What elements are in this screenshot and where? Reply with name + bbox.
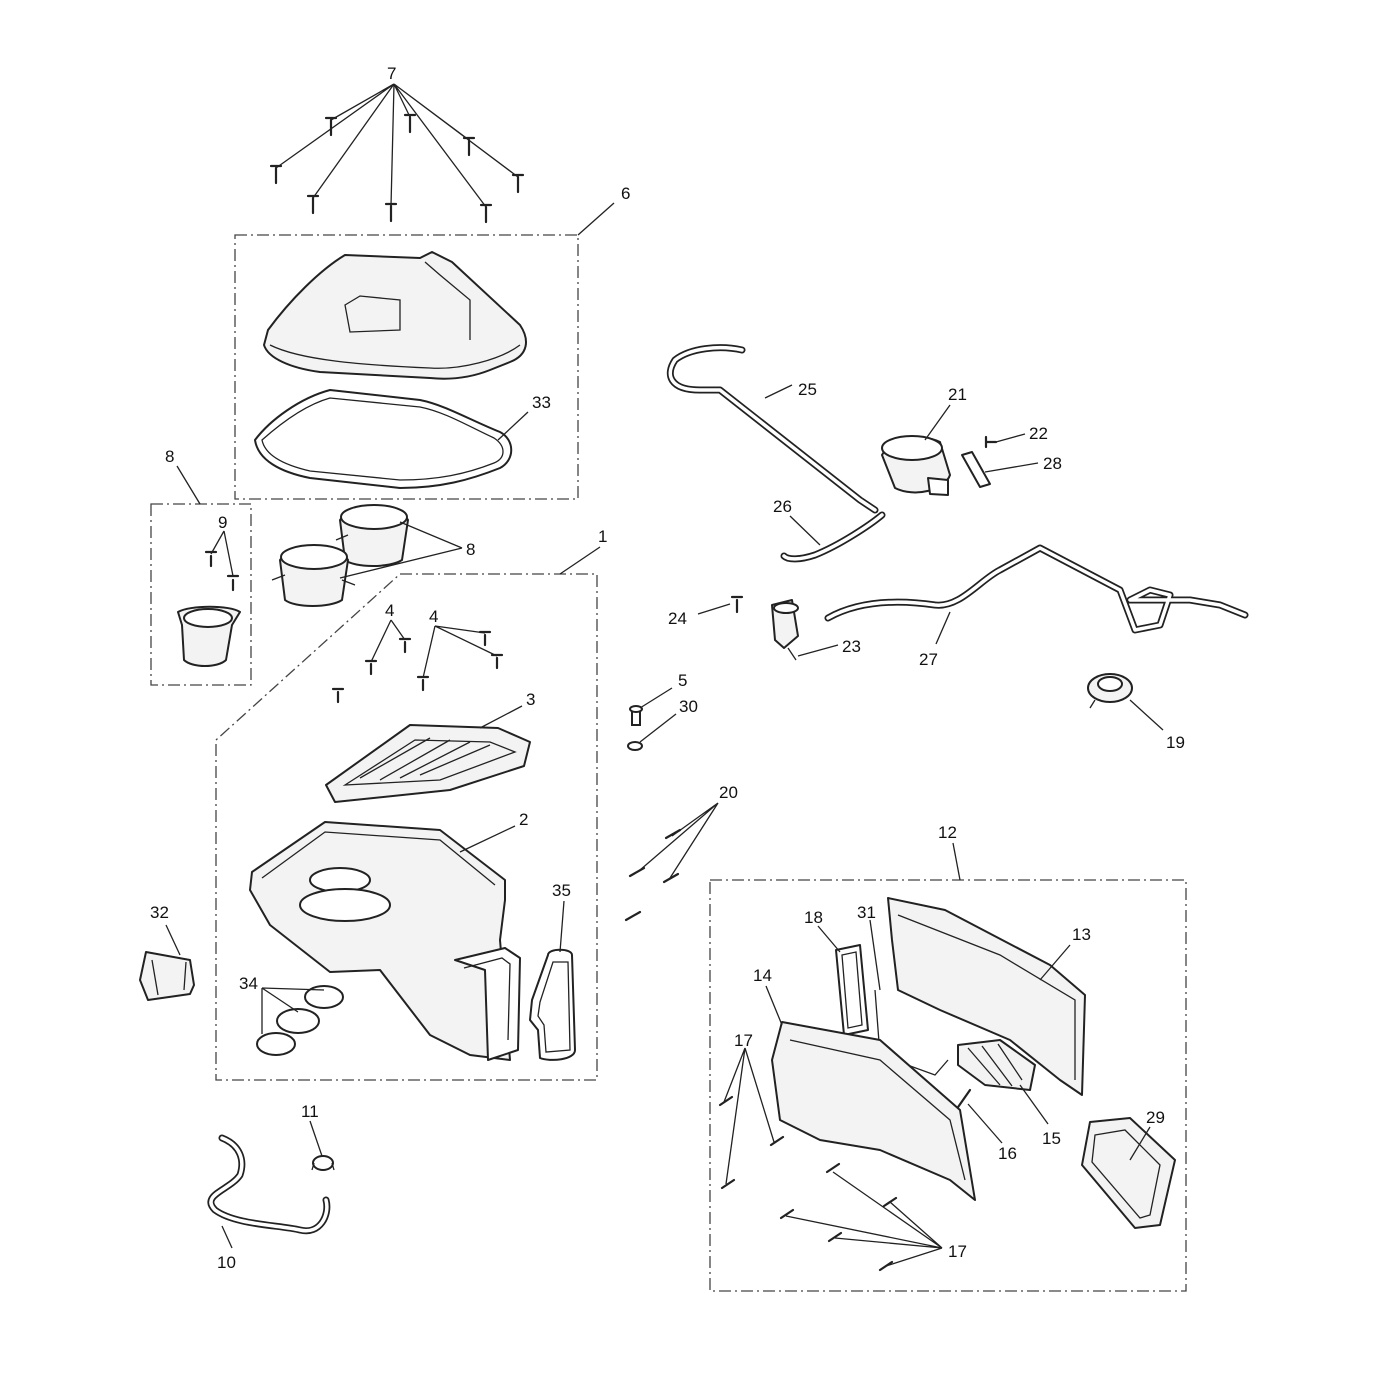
mesh-15: [957, 1039, 1036, 1091]
valve-23: [771, 599, 799, 661]
screws-4: [331, 630, 504, 704]
callout-8-left: 8: [165, 447, 174, 466]
callout-labels: 7 6 33 8 9 8 1 4 4 3 2 5 30 20 35 32 34 …: [150, 64, 1185, 1272]
airbox-base: [249, 821, 521, 1061]
piece-32: [139, 951, 195, 1001]
leader-lines: [165, 83, 1164, 1267]
callout-16: 16: [998, 1144, 1017, 1163]
valve-19: [1087, 673, 1133, 709]
callout-29: 29: [1146, 1108, 1165, 1127]
screws-9: [204, 550, 240, 592]
callout-1: 1: [598, 527, 607, 546]
callout-15: 15: [1042, 1129, 1061, 1148]
group-box-1: [215, 573, 598, 1081]
clip-11: [311, 1155, 335, 1171]
callout-17-left: 17: [734, 1031, 753, 1050]
callout-5: 5: [678, 671, 687, 690]
callout-10: 10: [217, 1253, 236, 1272]
pipe-26: [780, 511, 886, 563]
canister-21: [881, 435, 951, 496]
callout-31: 31: [857, 903, 876, 922]
callout-19: 19: [1166, 733, 1185, 752]
callout-33: 33: [532, 393, 551, 412]
screw-22: [984, 435, 998, 449]
callout-30: 30: [679, 697, 698, 716]
callout-24: 24: [668, 609, 687, 628]
washer-30: [627, 741, 643, 751]
callout-17-right: 17: [948, 1242, 967, 1261]
air-filter: [325, 724, 531, 803]
callout-22: 22: [1029, 424, 1048, 443]
callout-28: 28: [1043, 454, 1062, 473]
seal-35: [529, 948, 576, 1061]
callout-11: 11: [301, 1102, 319, 1121]
pipe-27: [824, 544, 1249, 634]
callout-12: 12: [938, 823, 957, 842]
callout-6: 6: [621, 184, 630, 203]
callout-7: 7: [387, 64, 396, 83]
callout-8-right: 8: [466, 540, 475, 559]
callout-14: 14: [753, 966, 772, 985]
trumpets-8: [271, 504, 409, 607]
cover-29: [1081, 1117, 1176, 1229]
callout-2: 2: [519, 810, 528, 829]
callout-27: 27: [919, 650, 938, 669]
callout-20: 20: [719, 783, 738, 802]
callout-13: 13: [1072, 925, 1091, 944]
airbox-lid: [263, 251, 527, 380]
screw-24: [730, 595, 744, 614]
callout-26: 26: [773, 497, 792, 516]
callout-4-right: 4: [429, 607, 438, 626]
duct-14: [771, 1021, 976, 1201]
group-box-8: [150, 503, 252, 686]
callout-25: 25: [798, 380, 817, 399]
duct-13: [887, 897, 1086, 1096]
callout-4-left: 4: [385, 601, 394, 620]
lid-gasket: [254, 389, 513, 489]
pin-16: [954, 1088, 972, 1112]
trumpet-small: [177, 605, 241, 667]
callout-23: 23: [842, 637, 861, 656]
strap-28: [961, 451, 991, 488]
screws-17: [718, 1095, 898, 1272]
seal-18: [835, 944, 869, 1036]
callout-34: 34: [239, 974, 258, 993]
group-box-12: [709, 879, 1187, 1292]
group-box-6: [234, 234, 579, 500]
o-rings-34: [256, 985, 344, 1056]
bolt-5: [629, 705, 643, 726]
callout-9: 9: [218, 513, 227, 532]
callout-21: 21: [948, 385, 967, 404]
callout-32: 32: [150, 903, 169, 922]
callout-3: 3: [526, 690, 535, 709]
callout-18: 18: [804, 908, 823, 927]
callout-35: 35: [552, 881, 571, 900]
